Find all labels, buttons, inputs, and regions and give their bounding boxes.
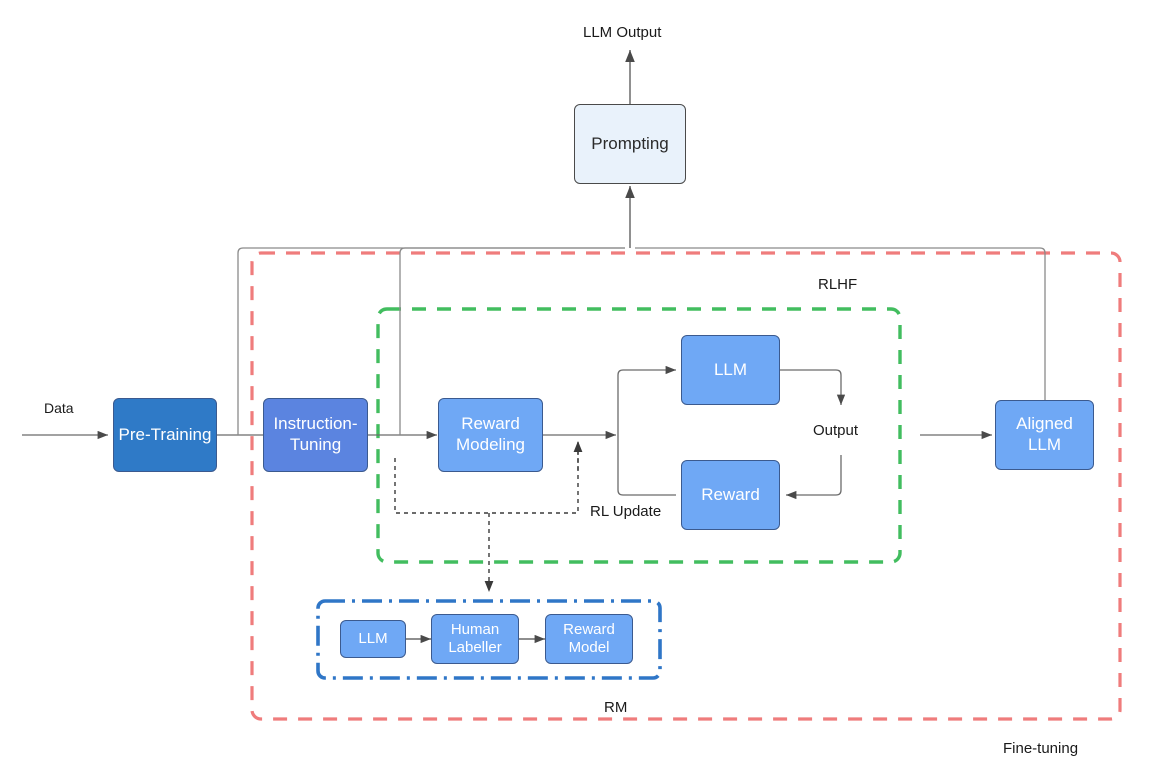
edge-rl-update-feedback — [394, 443, 579, 514]
label-llm-output: LLM Output — [583, 24, 662, 41]
edge-reward-back-to-loop — [617, 435, 676, 496]
label-rm: RM — [604, 699, 628, 716]
node-reward[interactable]: Reward — [681, 460, 780, 530]
node-rm-human-labeller[interactable]: Human Labeller — [431, 614, 519, 664]
node-pre-training[interactable]: Pre-Training — [113, 398, 217, 472]
edge-llm-to-output — [780, 369, 846, 405]
edge-bus-mid-riser — [399, 247, 625, 435]
fine-tuning-group-box — [250, 251, 1122, 721]
label-fine-tuning: Fine-tuning — [1003, 740, 1079, 757]
label-rlhf: RLHF — [818, 276, 858, 293]
node-reward-modeling[interactable]: Reward Modeling — [438, 398, 543, 472]
edge-bus-right-riser — [635, 247, 1046, 400]
node-rm-llm[interactable]: LLM — [340, 620, 406, 658]
node-prompting[interactable]: Prompting — [574, 104, 686, 184]
node-aligned-llm[interactable]: Aligned LLM — [995, 400, 1094, 470]
rm-group-box — [316, 599, 662, 680]
node-instruction-tuning[interactable]: Instruction- Tuning — [263, 398, 368, 472]
node-llm[interactable]: LLM — [681, 335, 780, 405]
edge-output-to-reward — [786, 455, 842, 500]
label-data: Data — [44, 400, 74, 416]
label-rl-update: RL Update — [590, 503, 662, 520]
node-rm-reward-model[interactable]: Reward Model — [545, 614, 633, 664]
edge-bus-left-riser — [237, 247, 625, 435]
edge-loop-to-llm — [617, 365, 676, 435]
label-output: Output — [813, 422, 859, 439]
